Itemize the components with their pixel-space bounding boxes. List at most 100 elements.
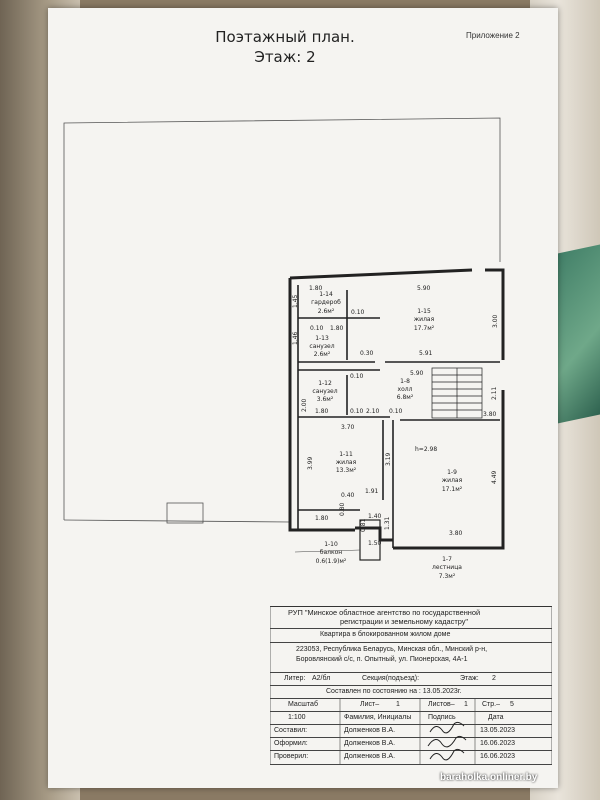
interior-walls bbox=[297, 285, 500, 548]
room-id: 1-15 bbox=[417, 308, 431, 315]
signature-mark bbox=[429, 748, 465, 761]
role-label: Оформил: bbox=[274, 740, 308, 747]
room-id: 1-9 bbox=[447, 469, 457, 476]
sign-date: 16.06.2023 bbox=[480, 740, 516, 747]
floor-label: Этаж: bbox=[460, 675, 479, 682]
room-area: 2.6м² bbox=[318, 308, 335, 315]
dimension-label: 0.80 bbox=[339, 502, 346, 516]
stamp-divider bbox=[270, 642, 552, 643]
dimension-label: 1.80 bbox=[309, 285, 323, 292]
page-title: Поэтажный план. bbox=[215, 28, 355, 46]
dimension-label: 0.10 bbox=[350, 408, 364, 415]
dimension-label: 0.40 bbox=[341, 492, 355, 499]
room-area: 2.6м² bbox=[314, 351, 331, 358]
stamp-divider bbox=[270, 711, 552, 712]
signer-name: Долженков В.А. bbox=[344, 727, 396, 734]
dimension-label: 1.80 bbox=[315, 408, 329, 415]
state-date: Составлен по состоянию на : 13.05.2023г. bbox=[326, 688, 462, 695]
room-name: жилая bbox=[442, 477, 463, 484]
address-line-2: Боровлянский с/с, п. Опытный, ул. Пионер… bbox=[296, 656, 468, 663]
signature-mark bbox=[429, 721, 465, 734]
stamp-divider bbox=[270, 724, 552, 725]
dimension-label: 1.46 bbox=[292, 331, 299, 345]
room-name: холл bbox=[398, 386, 413, 393]
room-name: санузел bbox=[309, 343, 334, 350]
room-name: жилая bbox=[336, 459, 357, 466]
signer-name: Долженков В.А. bbox=[344, 753, 396, 760]
room-name: санузел bbox=[312, 388, 337, 395]
room-area: 7.3м² bbox=[439, 573, 456, 580]
room-id: 1-10 bbox=[324, 541, 338, 548]
sheets-label: Листов– bbox=[428, 701, 455, 708]
role-label: Проверил: bbox=[274, 753, 309, 760]
room-id: 1-14 bbox=[319, 291, 333, 298]
room-name: лестница bbox=[432, 564, 462, 571]
dimension-label: 1.80 bbox=[315, 515, 329, 522]
floor-value: 2 bbox=[492, 675, 496, 682]
dimension-label: 1.91 bbox=[365, 488, 379, 495]
room-labels: 1-14 гардероб 2.6м² 1-13 санузел 2.6м² 1… bbox=[309, 291, 462, 580]
room-area: 6.8м² bbox=[397, 394, 414, 401]
address-line-1: 223053, Республика Беларусь, Минская обл… bbox=[296, 646, 488, 653]
dimension-label: 2.10 bbox=[366, 408, 380, 415]
stamp-divider bbox=[270, 685, 552, 686]
section-label: Секция(подъезд): bbox=[362, 675, 420, 682]
dimension-label: 5.90 bbox=[417, 285, 431, 292]
room-name: жилая bbox=[414, 316, 435, 323]
dimension-label: 1.50 bbox=[368, 540, 382, 547]
dimension-label: 0.10 bbox=[351, 309, 365, 316]
liter-label: Литер: bbox=[284, 675, 306, 682]
signatures bbox=[270, 606, 552, 764]
dimension-label: 0.10 bbox=[350, 373, 364, 380]
dimension-labels: 1.80 5.90 1.45 0.10 1.80 0.10 3.00 1.46 … bbox=[292, 285, 499, 547]
stamp-divider bbox=[270, 628, 552, 629]
room-area: 3.6м² bbox=[317, 396, 334, 403]
column-sign-header: Подпись bbox=[428, 714, 456, 721]
room-id: 1-8 bbox=[400, 378, 410, 385]
floor-subtitle: Этаж: 2 bbox=[254, 48, 316, 66]
dimension-label: h=2.98 bbox=[415, 446, 437, 453]
room-area: 17.1м² bbox=[442, 486, 463, 493]
room-area: 13.3м² bbox=[336, 467, 357, 474]
liter-value: А2/бл bbox=[312, 675, 331, 682]
column-date-header: Дата bbox=[488, 714, 504, 721]
dimension-label: 3.70 bbox=[341, 424, 355, 431]
org-line-2: регистрации и земельному кадастру" bbox=[340, 617, 469, 626]
scale-label: Масштаб bbox=[288, 701, 318, 708]
site-annex bbox=[166, 502, 204, 524]
balcony-outline bbox=[359, 519, 381, 561]
scale-value: 1:100 bbox=[288, 714, 306, 721]
dimension-label: 5.90 bbox=[410, 370, 424, 377]
dimension-label: 3.00 bbox=[492, 314, 499, 328]
dimension-label: 1.45 bbox=[292, 294, 299, 308]
title-block: РУП "Минское областное агентство по госу… bbox=[270, 606, 552, 768]
page-label: Стр.– bbox=[482, 701, 500, 708]
site-frame bbox=[63, 117, 501, 520]
sheet-label: Лист– bbox=[360, 701, 380, 708]
column-name-header: Фамилия, Инициалы bbox=[344, 714, 412, 721]
dimension-label: 3.80 bbox=[449, 530, 463, 537]
stamp-divider bbox=[270, 698, 552, 699]
leader-line bbox=[294, 549, 361, 553]
room-id: 1-13 bbox=[315, 335, 329, 342]
dimension-label: 0.10 bbox=[310, 325, 324, 332]
stamp-border-top bbox=[270, 606, 552, 607]
role-label: Составил: bbox=[274, 727, 308, 734]
dimension-label: 3.99 bbox=[307, 456, 314, 470]
dimension-label: 2.00 bbox=[301, 398, 308, 412]
room-id: 1-12 bbox=[318, 380, 332, 387]
signature-mark bbox=[427, 735, 467, 748]
stamp-divider bbox=[270, 750, 552, 751]
object-name: Квартира в блокированном жилом доме bbox=[320, 631, 451, 638]
dimension-label: 1.31 bbox=[384, 516, 391, 530]
watermark: baraholka.onliner.by bbox=[440, 772, 538, 783]
dimension-label: 1.80 bbox=[330, 325, 344, 332]
dimension-label: 0.30 bbox=[360, 350, 374, 357]
signer-name: Долженков В.А. bbox=[344, 740, 396, 747]
dimension-label: 3.80 bbox=[483, 411, 497, 418]
room-area: 17.7м² bbox=[414, 325, 435, 332]
dimension-label: 2.11 bbox=[491, 386, 498, 400]
dimension-label: 0.10 bbox=[389, 408, 403, 415]
